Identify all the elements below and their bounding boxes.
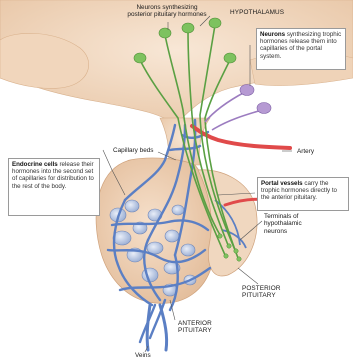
callout-neurons: Neurons synthesizing trophic hormones re… bbox=[256, 28, 346, 70]
callout-portal-title: Portal vessels bbox=[261, 180, 303, 187]
label-neurons-synthesizing-posterior: Neurons synthesizing posterior pituitary… bbox=[118, 4, 216, 19]
label-posterior-pituitary: POSTERIOR PITUITARY bbox=[242, 285, 281, 300]
veins bbox=[147, 305, 166, 350]
neuron-cell-bodies-purple bbox=[240, 85, 271, 114]
label-anterior-pituitary: ANTERIOR PITUITARY bbox=[178, 320, 212, 335]
neurons-trophic bbox=[205, 92, 262, 130]
callout-portal-vessels: Portal vessels carry the trophic hormone… bbox=[257, 177, 349, 211]
callout-neurons-title: Neurons bbox=[260, 31, 285, 38]
label-artery: Artery bbox=[297, 148, 314, 155]
callout-endocrine-title: Endocrine cells bbox=[12, 161, 58, 168]
label-hypothalamus: HYPOTHALAMUS bbox=[230, 9, 284, 16]
label-veins: Veins bbox=[135, 352, 151, 359]
label-capillary-beds: Capillary beds bbox=[113, 147, 154, 154]
callout-endocrine-cells: Endocrine cells release their hormones i… bbox=[8, 158, 100, 216]
label-terminals: Terminals of hypothalamic neurons bbox=[264, 213, 302, 235]
